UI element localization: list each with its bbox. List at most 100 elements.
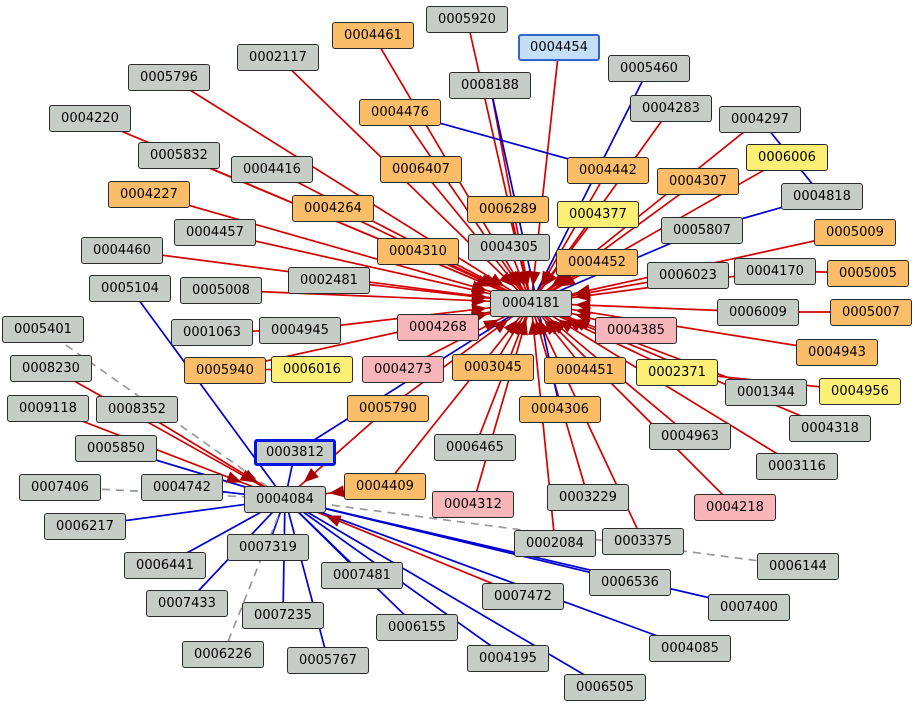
node-0006407[interactable]: 0006407 [380,155,462,183]
node-0005790[interactable]: 0005790 [347,394,429,422]
node-0004476[interactable]: 0004476 [359,98,441,126]
node-0004310[interactable]: 0004310 [377,237,459,265]
node-0004318[interactable]: 0004318 [789,414,871,442]
node-0002084[interactable]: 0002084 [514,529,596,557]
node-0004181-focus[interactable]: 0004181 [490,289,572,317]
node-0003116[interactable]: 0003116 [756,452,838,480]
node-0006226[interactable]: 0006226 [182,640,264,668]
node-0006505[interactable]: 0006505 [564,673,646,701]
node-0005007[interactable]: 0005007 [830,298,912,326]
node-0002371[interactable]: 0002371 [636,358,718,386]
node-0004218[interactable]: 0004218 [694,493,776,521]
node-0009118[interactable]: 0009118 [7,394,89,422]
node-0005807[interactable]: 0005807 [661,216,743,244]
node-0005767[interactable]: 0005767 [287,646,369,674]
node-0008352[interactable]: 0008352 [96,395,178,423]
node-0004306[interactable]: 0004306 [519,395,601,423]
node-0004283[interactable]: 0004283 [630,94,712,122]
node-label: 0006144 [769,558,827,574]
node-0006006[interactable]: 0006006 [746,143,828,171]
node-0005104[interactable]: 0005104 [89,274,171,302]
node-0004385[interactable]: 0004385 [595,316,677,344]
node-0005460[interactable]: 0005460 [608,54,690,82]
node-0002481[interactable]: 0002481 [288,266,370,294]
node-0004170[interactable]: 0004170 [734,257,816,285]
node-0004461[interactable]: 0004461 [332,21,414,49]
node-0004220[interactable]: 0004220 [49,104,131,132]
node-0006144[interactable]: 0006144 [757,552,839,580]
node-0001063[interactable]: 0001063 [171,318,253,346]
node-label: 0006009 [729,304,787,320]
node-label: 0005807 [673,222,731,238]
node-0008230[interactable]: 0008230 [10,354,92,382]
node-0005005[interactable]: 0005005 [827,259,909,287]
node-0003229[interactable]: 0003229 [547,483,629,511]
node-0001344[interactable]: 0001344 [725,378,807,406]
node-0005796[interactable]: 0005796 [128,63,210,91]
node-0003812[interactable]: 0003812 [254,438,336,466]
node-0005009[interactable]: 0005009 [814,218,896,246]
node-0006465[interactable]: 0006465 [434,433,516,461]
node-0004297[interactable]: 0004297 [719,105,801,133]
node-0004312[interactable]: 0004312 [432,490,514,518]
node-0005832[interactable]: 0005832 [138,141,220,169]
node-0006217[interactable]: 0006217 [44,512,126,540]
node-label: 0007472 [494,588,552,604]
node-0004273[interactable]: 0004273 [362,355,444,383]
node-label: 0003229 [559,489,617,505]
node-0006441[interactable]: 0006441 [124,551,206,579]
node-label: 0004454 [530,39,588,55]
node-0002117[interactable]: 0002117 [237,43,319,71]
node-0004818[interactable]: 0004818 [781,182,863,210]
node-0007433[interactable]: 0007433 [146,589,228,617]
node-0005401[interactable]: 0005401 [2,315,84,343]
node-0004943[interactable]: 0004943 [796,338,878,366]
node-0004452[interactable]: 0004452 [556,248,638,276]
node-0004264[interactable]: 0004264 [292,194,374,222]
node-0006155[interactable]: 0006155 [376,613,458,641]
node-0007472[interactable]: 0007472 [482,582,564,610]
node-0004416[interactable]: 0004416 [231,155,313,183]
node-0005850[interactable]: 0005850 [75,434,157,462]
node-0004454[interactable]: 0004454 [518,33,600,61]
node-0004227[interactable]: 0004227 [108,180,190,208]
node-0004085[interactable]: 0004085 [649,634,731,662]
node-0004457[interactable]: 0004457 [174,218,256,246]
node-0005920[interactable]: 0005920 [426,5,508,33]
node-0007319[interactable]: 0007319 [227,533,309,561]
node-0006023[interactable]: 0006023 [647,261,729,289]
node-0007406[interactable]: 0007406 [19,473,101,501]
node-0003045[interactable]: 0003045 [452,353,534,381]
node-0004460[interactable]: 0004460 [81,236,163,264]
node-0004451[interactable]: 0004451 [544,356,626,384]
node-0004963[interactable]: 0004963 [649,422,731,450]
node-0004268[interactable]: 0004268 [397,313,479,341]
node-0003375[interactable]: 0003375 [602,527,684,555]
node-0004307[interactable]: 0004307 [657,167,739,195]
node-0005940[interactable]: 0005940 [184,356,266,384]
node-0004305[interactable]: 0004305 [468,233,550,261]
node-0004084-focus[interactable]: 0004084 [244,485,326,513]
node-0006536[interactable]: 0006536 [589,568,671,596]
node-label: 0004318 [801,420,859,436]
node-0004195[interactable]: 0004195 [467,644,549,672]
node-0004742[interactable]: 0004742 [141,473,223,501]
node-0007235[interactable]: 0007235 [242,601,324,629]
node-label: 0004220 [61,110,119,126]
node-0007481[interactable]: 0007481 [321,561,403,589]
arrowhead [528,270,541,287]
node-0004377[interactable]: 0004377 [557,200,639,228]
node-0006289[interactable]: 0006289 [467,195,549,223]
node-0004442[interactable]: 0004442 [567,156,649,184]
edge-0004476-0004181 [399,111,532,304]
node-label: 0007433 [158,595,216,611]
node-0004409[interactable]: 0004409 [344,472,426,500]
node-0005008[interactable]: 0005008 [180,276,262,304]
node-0006016[interactable]: 0006016 [271,355,353,383]
node-0004956[interactable]: 0004956 [819,377,901,405]
node-0004945[interactable]: 0004945 [259,316,341,344]
node-0006009[interactable]: 0006009 [717,298,799,326]
node-0007400[interactable]: 0007400 [708,593,790,621]
edge-0005460-0004181 [530,67,650,304]
node-0008188[interactable]: 0008188 [449,71,531,99]
